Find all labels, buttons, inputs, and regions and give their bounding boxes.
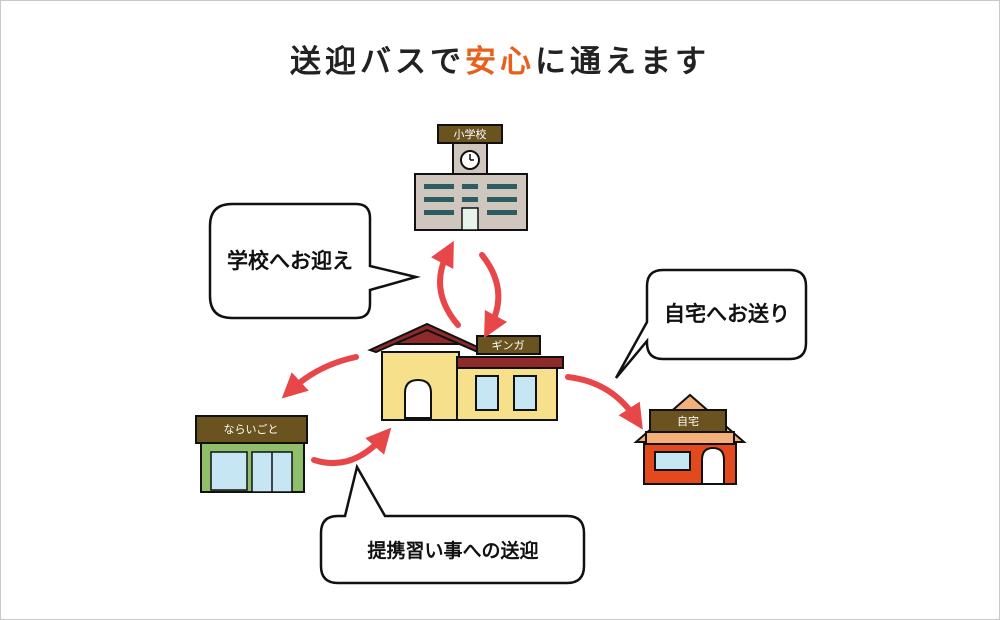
lesson-sign-label: ならいごと [224,422,279,436]
arrow-from-lessons [314,437,383,463]
lesson-building: ならいごと [196,416,307,492]
center-wing-roof [457,357,563,368]
bubble-to-lessons: 提携習い事への送迎 [321,467,584,583]
center-sign-label: ギンガ [492,339,525,352]
home-sign-label: 自宅 [677,414,699,428]
home-door [702,448,724,484]
center-window-2 [514,376,536,410]
bubble-to-school-text: 学校へお迎え [227,249,353,273]
bubble-to-lessons-text: 提携習い事への送迎 [367,539,538,562]
arrow-to-home [568,377,636,419]
home-building: 自宅 [636,395,744,484]
center-window-1 [476,376,498,410]
school-door [462,208,478,230]
bubble-to-school: 学校へお迎え [210,204,416,318]
arrow-to-school [440,252,458,325]
arrow-from-school [482,255,498,327]
arrow-to-lessons [291,357,356,390]
home-eave [646,432,734,444]
school-building: 小学校 [415,125,527,230]
center-wing-wall [457,368,557,420]
bubble-to-home: 自宅へお送り [616,270,806,378]
center-door [405,380,431,418]
school-sign-label: 小学校 [454,127,487,141]
center-building: ギンガ [370,324,563,420]
home-window [655,452,690,470]
lesson-window [211,452,247,490]
bubble-to-home-text: 自宅へお送り [664,302,790,326]
